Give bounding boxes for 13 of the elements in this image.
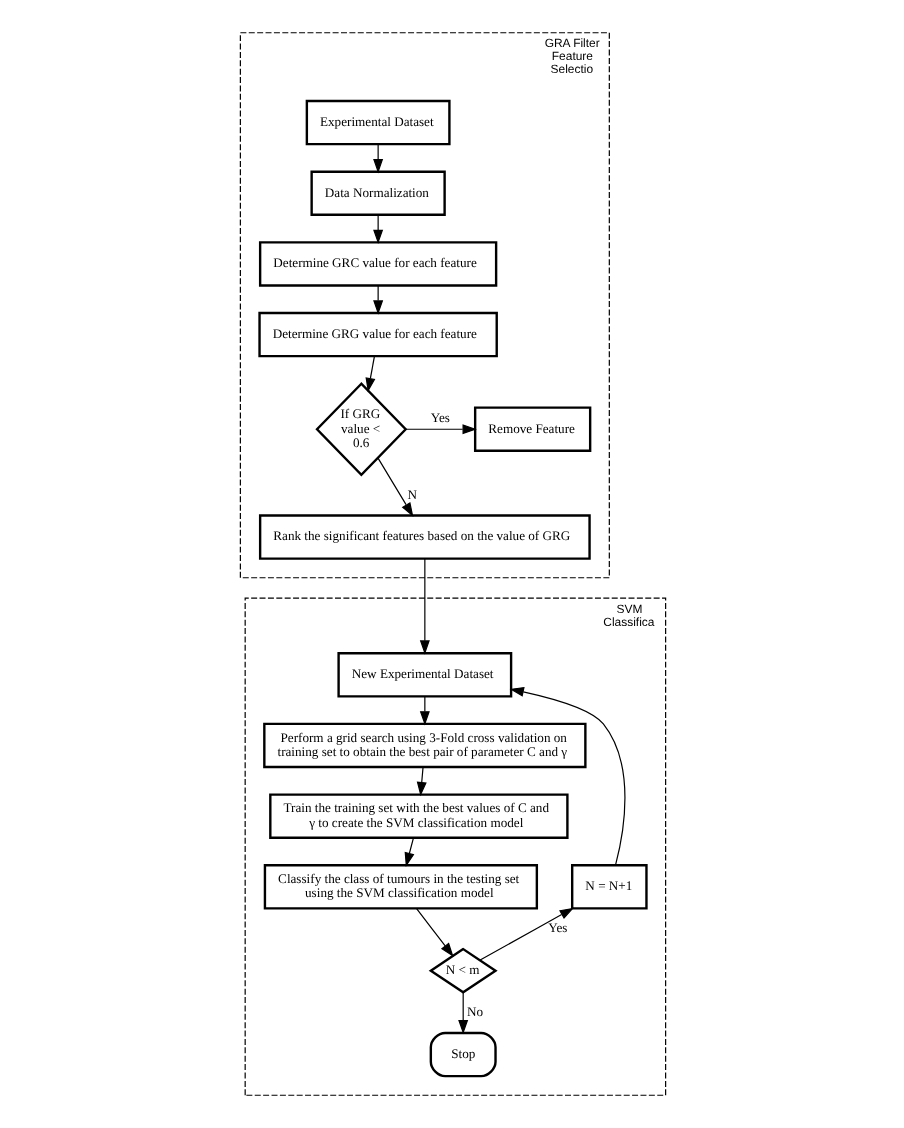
arrow xyxy=(372,214,383,245)
arrow xyxy=(403,837,414,867)
arrow xyxy=(404,424,476,435)
arrow xyxy=(478,907,574,961)
arrow xyxy=(415,766,426,797)
arrow xyxy=(508,686,625,866)
arrow xyxy=(372,285,383,315)
arrow xyxy=(418,558,429,655)
arrow xyxy=(376,457,413,517)
arrow xyxy=(415,908,453,958)
arrow xyxy=(364,355,375,393)
arrow xyxy=(457,991,468,1035)
arrow xyxy=(372,143,383,174)
